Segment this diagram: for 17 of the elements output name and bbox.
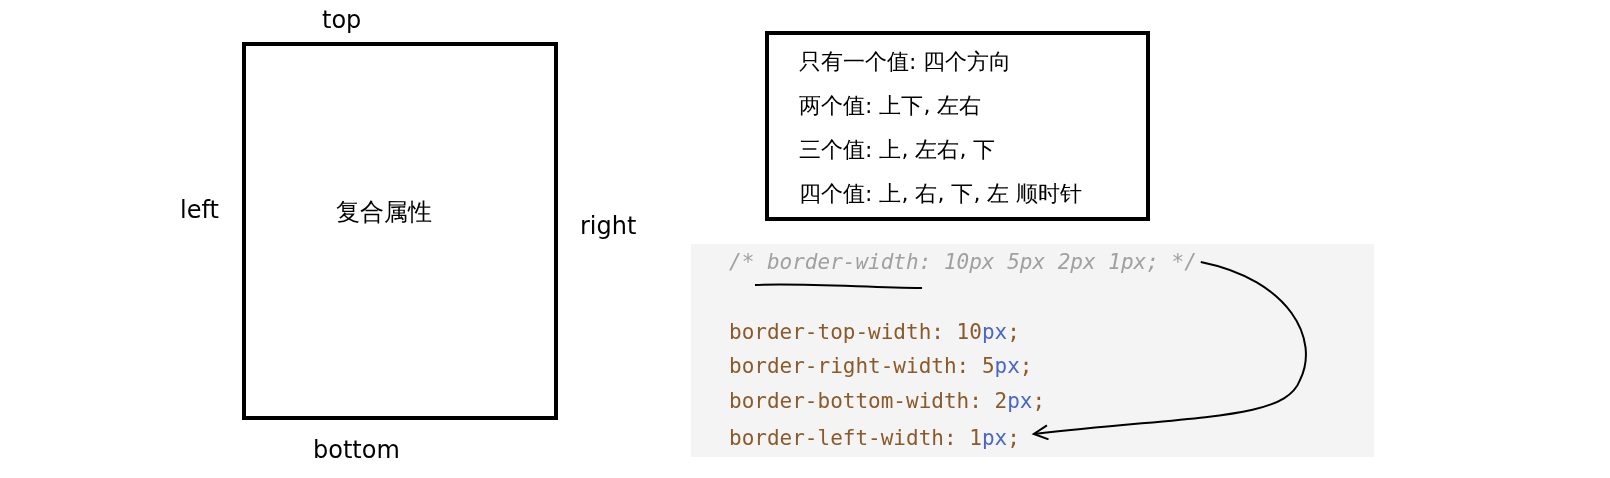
code-line: border-bottom-width: 2px;: [729, 389, 1046, 413]
rule-text: 只有一个值: 四个方向: [799, 48, 1012, 76]
code-line: border-top-width: 10px;: [729, 320, 1020, 344]
side-label: bottom: [313, 436, 400, 464]
property-box: [242, 42, 558, 420]
side-label: top: [322, 6, 362, 34]
code-line: border-right-width: 5px;: [729, 354, 1033, 378]
box-text: 复合属性: [336, 197, 432, 228]
side-label: right: [580, 212, 637, 240]
code-line: border-left-width: 1px;: [729, 426, 1020, 450]
code-comment: /* border-width: 10px 5px 2px 1px; */: [729, 250, 1197, 274]
rules-box: [765, 31, 1150, 221]
rule-text: 四个值: 上, 右, 下, 左 顺时针: [799, 180, 1083, 208]
side-label: left: [180, 196, 219, 224]
rule-text: 三个值: 上, 左右, 下: [799, 136, 996, 164]
rule-text: 两个值: 上下, 左右: [799, 92, 982, 120]
curved-arrow: [1032, 261, 1307, 441]
